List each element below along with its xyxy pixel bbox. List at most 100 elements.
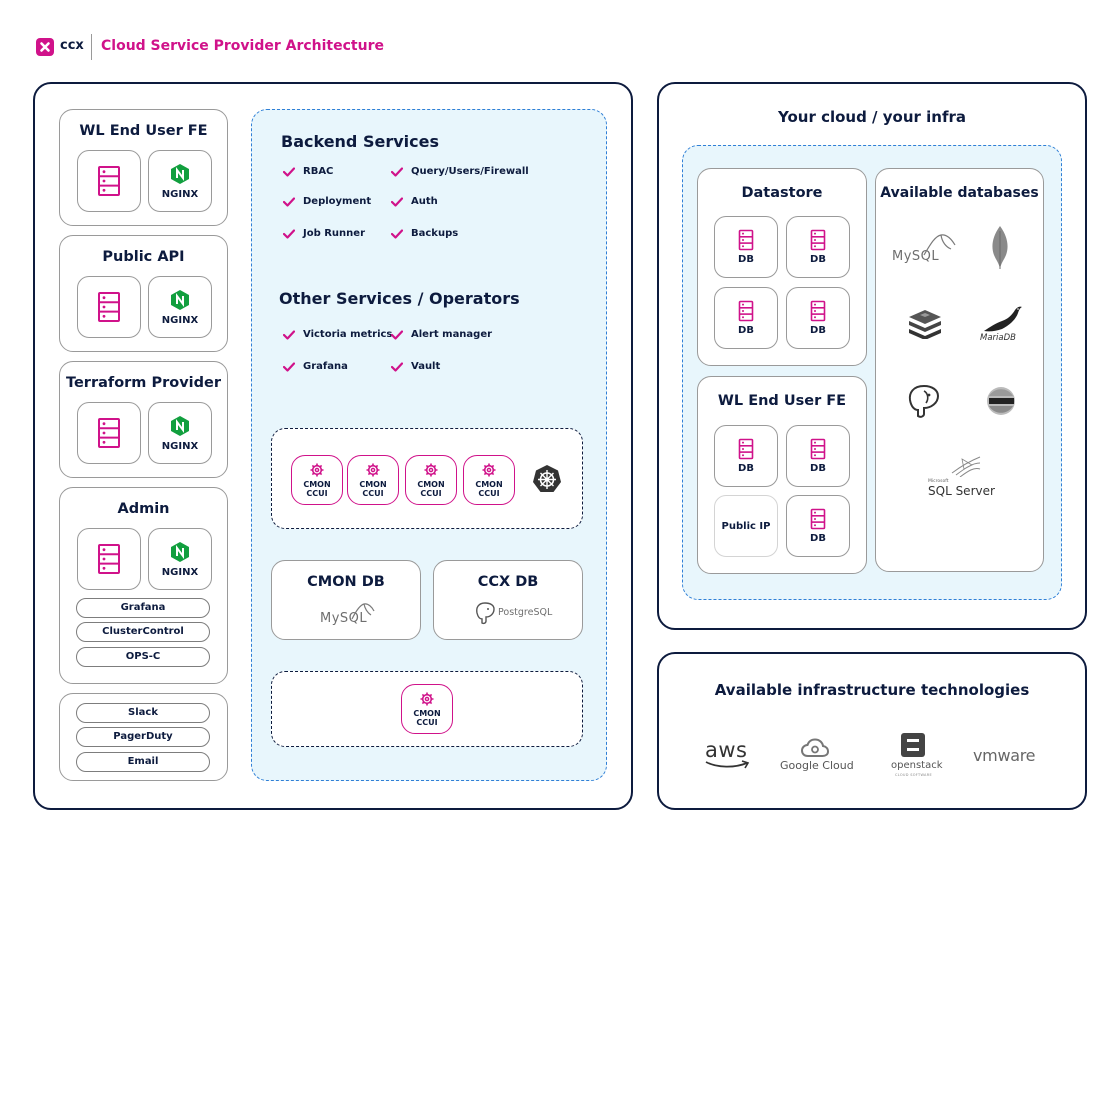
nginx-tile: NGINX [148,150,212,212]
postgresql-elephant-icon [908,384,940,418]
mongodb-icon [992,226,1008,269]
server-tile [77,402,141,464]
nginx-label: NGINX [161,440,199,452]
server-tile [77,150,141,212]
server-icon [738,300,754,322]
card-title: Public API [102,249,185,265]
seal-icon [984,306,1022,332]
gear-icon [482,463,496,476]
notify-pagerduty: PagerDuty [76,727,210,747]
nginx-label: NGINX [161,314,199,326]
nginx-label: NGINX [161,566,199,578]
nginx-tile: NGINX [148,276,212,338]
admin-tool-clustercontrol: ClusterControl [76,622,210,642]
ccui-cluster: CMON CCUI CMON CCUI CMON CCUI CMON CCUI [271,428,583,529]
db-tile: DB [786,287,850,349]
elasticsearch-icon [987,387,1015,415]
card-title: CMON DB [307,574,385,590]
nginx-label: NGINX [161,188,199,200]
card-title: Available databases [880,185,1039,201]
nginx-icon [171,415,189,436]
card-title: WL End User FE [79,123,208,139]
check-icon [391,329,403,340]
ccui-line2: CCUI [306,488,328,498]
ccx-logo-icon [36,38,54,56]
backend-item: Auth [391,196,438,207]
cmon-ccui-tile: CMON CCUI [291,455,343,505]
page-title: Cloud Service Provider Architecture [101,38,384,54]
backend-services-title: Backend Services [281,132,439,151]
other-item-label: Vault [411,361,441,372]
backend-item-label: Backups [411,228,459,239]
ccui-line1: CMON [417,479,445,489]
card-title: Terraform Provider [66,375,221,391]
check-icon [391,361,403,372]
datastore-card: Datastore DB DB DB DB [697,168,867,366]
server-tile [77,528,141,590]
check-icon [391,166,403,177]
header: ccx Cloud Service Provider Architecture [36,34,436,60]
backend-item-label: RBAC [303,166,334,177]
server-icon [738,229,754,251]
ccui-line2: CCUI [362,488,384,498]
gear-icon [424,463,438,476]
admin-tool-opsc: OPS-C [76,647,210,667]
mariadb-logo: MariaDB [976,305,1032,345]
google-cloud-icon [801,738,829,757]
kubernetes-icon [533,465,561,492]
server-icon [98,418,120,448]
check-icon [283,196,295,207]
ccui-line1: CMON [475,479,503,489]
redis-icon [909,310,941,339]
check-icon [283,228,295,239]
server-icon [738,438,754,460]
notify-email: Email [76,752,210,772]
other-item: Victoria metrics [283,329,392,340]
sqlserver-logo: Microsoft SQL Server [924,455,1004,501]
google-cloud-logo: Google Cloud [778,738,854,774]
cmon-ccui-tile: CMON CCUI [463,455,515,505]
backend-item: Job Runner [283,228,365,239]
db-label: DB [738,254,754,265]
db-tile: DB [786,425,850,487]
available-databases-card: Available databases MySQL MariaDB Micros… [875,168,1044,572]
openstack-icon [901,733,925,757]
vmware-logo: vmware [973,746,1036,765]
server-icon [810,300,826,322]
db-tile: DB [714,216,778,278]
cmon-ccui-tile: CMON CCUI [401,684,453,734]
ccui-line2: CCUI [416,717,438,727]
server-icon [810,229,826,251]
other-item: Grafana [283,361,348,372]
ccui-line2: CCUI [420,488,442,498]
db-label: DB [810,533,826,544]
server-icon [98,544,120,574]
ccui-line1: CMON [413,708,441,718]
check-icon [283,166,295,177]
nginx-tile: NGINX [148,528,212,590]
infra-tech-title: Available infrastructure technologies [714,681,1030,699]
db-label: DB [810,325,826,336]
header-divider [91,34,92,60]
gear-icon [420,692,434,705]
ccui-line1: CMON [303,479,331,489]
db-tile: DB [714,287,778,349]
server-tile [77,276,141,338]
backend-item: Backups [391,228,458,239]
terraform-provider-card: Terraform Provider NGINX [59,361,228,478]
public-api-card: Public API NGINX [59,235,228,352]
server-icon [810,438,826,460]
wl-fe-infra-card: WL End User FE DB DB Public IP DB [697,376,867,574]
mysql-logo: MySQL [892,231,962,267]
mysql-logo: MySQL [320,601,390,629]
nginx-icon [171,541,189,562]
card-title: Datastore [741,185,823,201]
admin-card: Admin NGINX Grafana ClusterControl OPS-C [59,487,228,684]
backend-item: Deployment [283,196,371,207]
check-icon [391,196,403,207]
nginx-icon [171,289,189,310]
db-label: DB [810,463,826,474]
db-tile: DB [714,425,778,487]
other-item-label: Grafana [303,361,348,372]
backend-item: Query/Users/Firewall [391,166,529,177]
